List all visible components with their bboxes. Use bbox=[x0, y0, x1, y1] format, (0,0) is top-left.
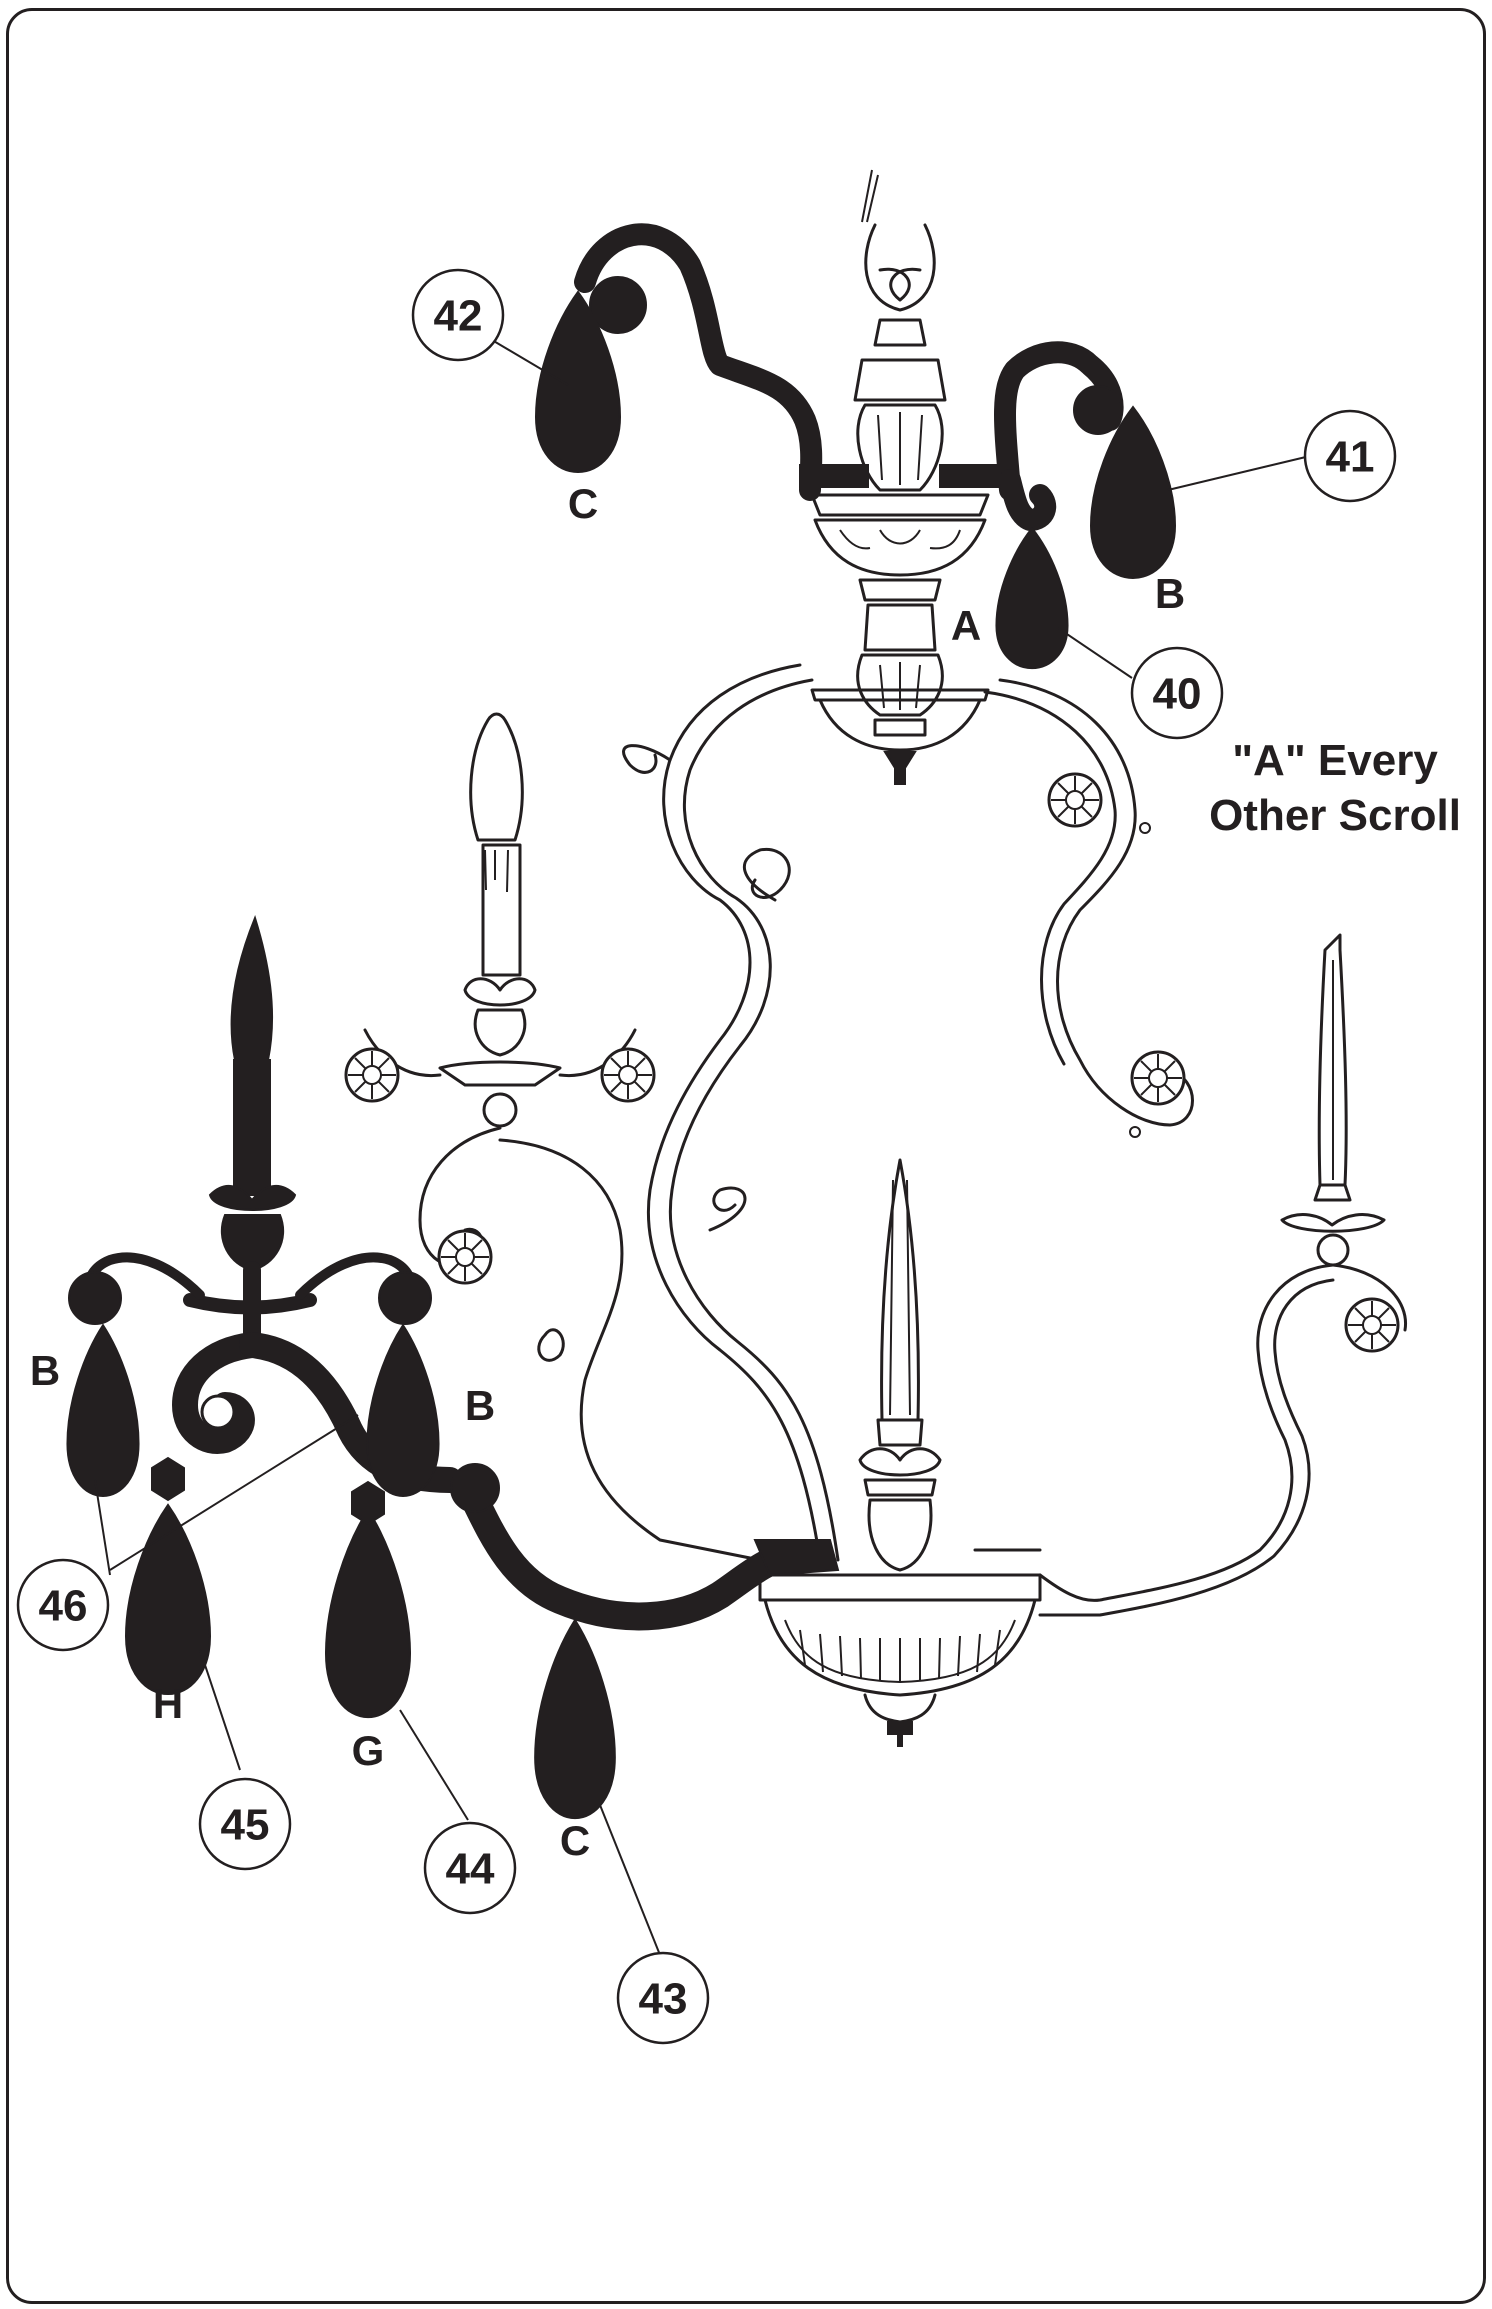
note-line-1: "A" Every bbox=[1232, 736, 1438, 785]
right-candle-arm bbox=[973, 933, 1408, 1617]
letter-b-top: B bbox=[1155, 570, 1185, 617]
callout-45: 45 bbox=[198, 1777, 292, 1871]
callout-40-label: 40 bbox=[1153, 670, 1202, 719]
crystal-b-left bbox=[66, 1324, 140, 1497]
crystal-g bbox=[324, 1508, 412, 1719]
callout-42-label: 42 bbox=[434, 292, 483, 341]
callout-42: 42 bbox=[411, 268, 505, 362]
crystal-drops bbox=[66, 291, 1176, 1820]
callout-41-label: 41 bbox=[1326, 433, 1375, 482]
callout-46-label: 46 bbox=[39, 1582, 88, 1631]
callout-40: 40 bbox=[1130, 646, 1224, 740]
callout-43-label: 43 bbox=[639, 1975, 688, 2024]
callout-43: 43 bbox=[616, 1951, 710, 2045]
middle-candle-arm bbox=[344, 712, 762, 1562]
crystal-c-bottom bbox=[534, 1618, 617, 1820]
callout-46: 46 bbox=[16, 1558, 110, 1652]
letter-c-bottom: C bbox=[560, 1817, 590, 1864]
crystal-b-right bbox=[366, 1324, 440, 1497]
note-line-2: Other Scroll bbox=[1209, 791, 1461, 840]
letter-b-left: B bbox=[30, 1347, 60, 1394]
letter-h: H bbox=[153, 1680, 183, 1727]
callout-44-label: 44 bbox=[446, 1845, 495, 1894]
letter-b-right: B bbox=[465, 1382, 495, 1429]
letter-c-top: C bbox=[568, 480, 598, 527]
center-bowl bbox=[758, 1158, 1042, 1747]
canopy-stem bbox=[810, 169, 990, 785]
crystal-letters: C B A B B H G C bbox=[30, 480, 1185, 1864]
callout-41: 41 bbox=[1303, 409, 1397, 503]
letter-a: A bbox=[951, 602, 981, 649]
leader-lines bbox=[94, 339, 1311, 1956]
note: "A" Every Other Scroll bbox=[1209, 736, 1461, 840]
upper-scroll-frame bbox=[622, 663, 1194, 1562]
callout-45-label: 45 bbox=[221, 1801, 270, 1850]
highlighted-top-arm bbox=[574, 223, 1124, 531]
callout-44: 44 bbox=[423, 1821, 517, 1915]
crystal-a-top bbox=[995, 527, 1069, 670]
letter-g: G bbox=[352, 1727, 385, 1774]
page-frame bbox=[6, 8, 1486, 2304]
